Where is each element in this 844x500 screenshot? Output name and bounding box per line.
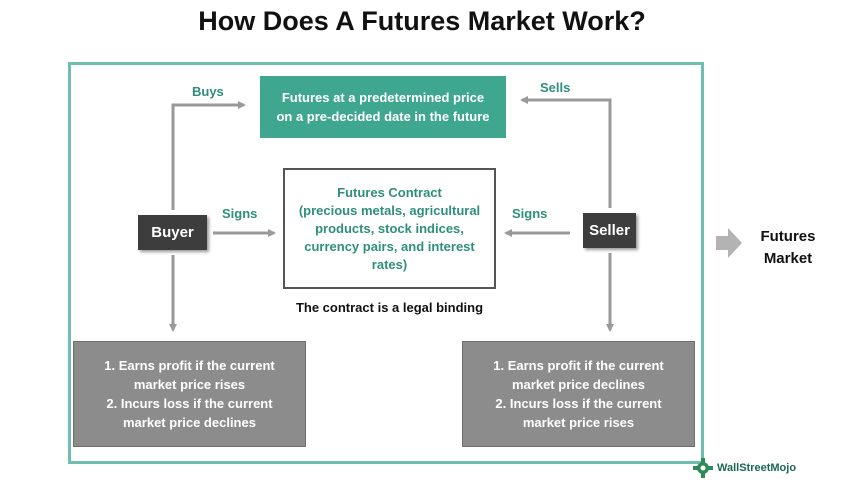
futures-price-box: Futures at a predetermined price on a pr… (260, 76, 506, 138)
legal-binding-note: The contract is a legal binding (295, 300, 484, 315)
diagram-title: How Does A Futures Market Work? (198, 6, 646, 36)
contract-line-3: products, stock indices, (315, 220, 464, 236)
brand-logo-icon (693, 458, 713, 478)
seller-outcome-line-2: market price declines (512, 377, 645, 392)
futures-market-line-1: Futures (760, 228, 816, 245)
contract-line-4: currency pairs, and interest (304, 238, 475, 254)
contract-line-1: Futures Contract (337, 184, 442, 200)
futures-price-line-2: on a pre-decided date in the future (276, 109, 490, 124)
seller-outcome-line-4: market price rises (522, 415, 635, 430)
futures-market-label: Futures Market (748, 226, 828, 270)
buyer-signs-label: Signs (222, 206, 258, 221)
futures-contract-box: Futures Contract (precious metals, agric… (283, 168, 496, 289)
futures-market-arrow (716, 228, 742, 258)
buyer-box: Buyer (138, 215, 207, 250)
seller-outcome-box: 1. Earns profit if the current market pr… (462, 341, 695, 447)
buys-label: Buys (192, 84, 224, 99)
futures-market-line-2: Market (763, 250, 813, 267)
contract-line-5: rates) (371, 256, 408, 272)
sells-label: Sells (540, 80, 571, 95)
buyer-outcome-line-3: 2. Incurs loss if the current (106, 396, 273, 411)
brand-name: WallStreetMojo (717, 462, 797, 474)
buyer-outcome-line-1: 1. Earns profit if the current (104, 358, 275, 373)
seller-signs-label: Signs (512, 206, 548, 221)
seller-sells-arrow (520, 96, 612, 208)
seller-box: Seller (583, 213, 636, 248)
buyer-outcome-line-4: market price declines (123, 415, 256, 430)
buyer-buys-arrow (171, 101, 246, 210)
buyer-outcome-box: 1. Earns profit if the current market pr… (73, 341, 306, 447)
seller-outcome-line-3: 2. Incurs loss if the current (495, 396, 662, 411)
contract-line-2: (precious metals, agricultural (298, 202, 481, 218)
buyer-outcome-line-2: market price rises (133, 377, 246, 392)
diagram-frame (68, 62, 704, 464)
seller-outcome-line-1: 1. Earns profit if the current (493, 358, 664, 373)
brand-logo: WallStreetMojo (692, 458, 796, 478)
futures-price-line-1: Futures at a predetermined price (281, 90, 485, 105)
